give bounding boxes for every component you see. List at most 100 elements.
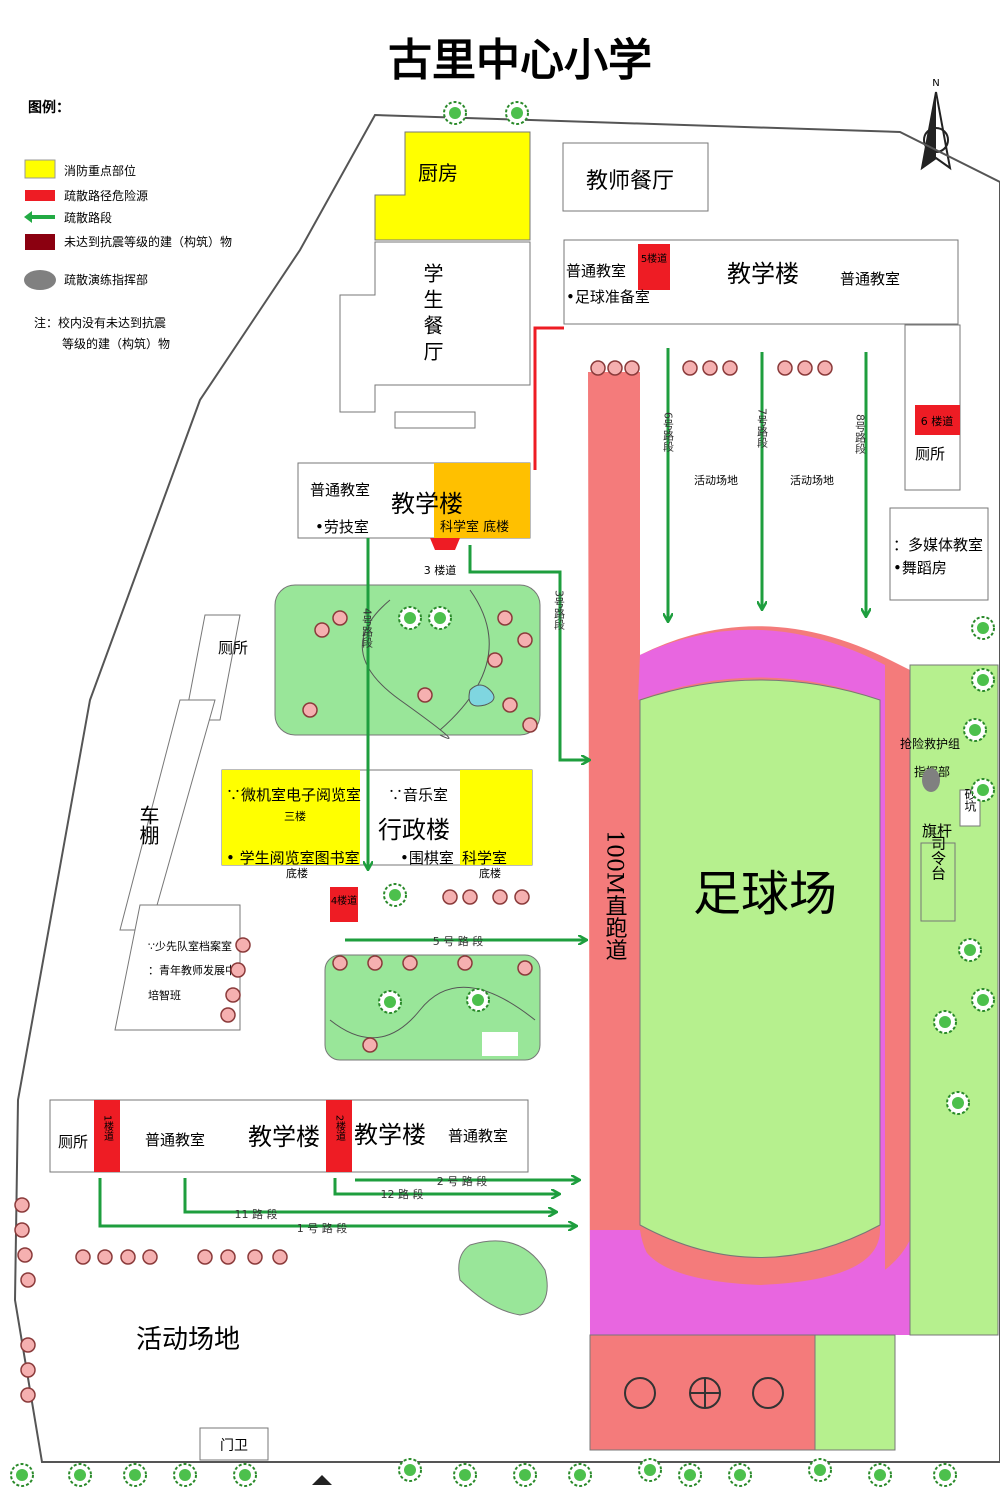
route-5-label: 5 号 路 段 <box>433 934 484 948</box>
route-1-label: 1 号 路 段 <box>297 1221 348 1235</box>
legend-label-fire: 消防重点部位 <box>64 163 136 178</box>
east-toilet: 厕所 <box>915 445 945 463</box>
south-building-name-2: 教学楼 <box>354 1121 426 1149</box>
rescue-team: 抢险救护组 <box>900 736 960 751</box>
north-building-name: 教学楼 <box>727 260 799 288</box>
activity-area-south: 活动场地 <box>136 1325 240 1355</box>
legend-swatch-hazard <box>25 190 55 201</box>
route-11-label: 11 路 段 <box>235 1207 278 1221</box>
legend-label-route: 疏散路段 <box>64 210 112 225</box>
media-building <box>889 507 989 601</box>
route-3-line <box>468 545 588 760</box>
small-lawn <box>458 1240 548 1316</box>
small-rooms-block <box>114 904 241 1031</box>
bike-shed <box>119 699 216 931</box>
legend-note-1: 注：校内没有未达到抗震 <box>34 315 166 330</box>
legend-swatch-fire <box>24 159 56 179</box>
command-marker <box>922 768 940 792</box>
legend-label-hazard: 疏散路径危险源 <box>64 188 148 203</box>
stair-5 <box>638 244 670 290</box>
route-1-line <box>98 1178 575 1226</box>
chess-room: •围棋室 <box>400 849 454 867</box>
teacher-canteen-label: 教师餐厅 <box>586 169 674 194</box>
computer-room: ∵微机室电子阅览室 <box>226 786 361 804</box>
route-11-line <box>183 1178 555 1212</box>
running-track <box>588 372 910 1335</box>
activity-area-1: 活动场地 <box>694 473 738 487</box>
hazard-line <box>533 326 564 470</box>
north-teaching-building <box>563 239 959 325</box>
legend: 图例： 消防重点部位 疏散路径危险源 疏散路段 未达到抗震等级的建（构筑）物 疏… <box>24 99 232 351</box>
mid-building-name: 教学楼 <box>391 490 463 518</box>
dance-room: •舞蹈房 <box>893 559 947 577</box>
kitchen <box>374 131 531 241</box>
football-room: •足球准备室 <box>566 288 650 306</box>
science-lab-middle <box>434 463 530 538</box>
route-2-label: 2 号 路 段 <box>437 1174 488 1188</box>
south-classroom-2: 普通教室 <box>448 1127 508 1145</box>
track-label: 100M直跑道 <box>602 830 628 961</box>
legend-label-command: 疏散演练指挥部 <box>64 272 148 287</box>
school-boundary <box>13 113 1000 1463</box>
route-6-label: 6号路段 <box>662 412 675 453</box>
mid-science-lab: 科学室 底楼 <box>440 519 509 535</box>
south-toilet: 厕所 <box>58 1133 88 1151</box>
south-teaching-building <box>49 1099 529 1173</box>
route-7-label: 7号路段 <box>756 408 769 449</box>
stair-4 <box>330 887 358 922</box>
teacher-dev-center: ：青年教师发展中 <box>148 963 236 977</box>
bike-shed-label: 车棚 <box>136 805 160 845</box>
floor-3-label: 三楼 <box>284 809 306 823</box>
podium <box>920 842 956 922</box>
legend-heading: 图例： <box>28 99 70 116</box>
sandpit <box>959 789 981 827</box>
west-toilet <box>184 614 241 721</box>
gate-label: 门卫 <box>220 1438 248 1454</box>
north-classroom-right: 普通教室 <box>840 270 900 288</box>
ground-floor-1: 底楼 <box>286 866 308 880</box>
route-4-label: 4号路段 <box>361 608 374 649</box>
legend-note-2: 等级的建（构筑）物 <box>62 336 170 351</box>
stair-2 <box>326 1100 352 1172</box>
labour-room: •劳技室 <box>315 518 369 536</box>
svg-text:4楼道: 4楼道 <box>331 894 357 907</box>
stair-3: 3 楼道 <box>424 563 457 577</box>
svg-text:N: N <box>932 78 939 89</box>
ground-floor-2: 底楼 <box>479 866 501 880</box>
admin-science-lab: 科学室 <box>462 849 507 867</box>
young-pioneer-room: ∵少先队室档案室 <box>148 939 232 953</box>
entrance-icon <box>312 1475 332 1485</box>
reading-room: • 学生阅览室图书室 <box>226 849 360 867</box>
evacuation-routes <box>98 348 866 1226</box>
north-classroom-left: 普通教室 <box>566 262 626 280</box>
kitchen-label: 厨房 <box>418 161 458 185</box>
flagpole: 旗杆 <box>922 822 952 840</box>
mid-classroom: 普通教室 <box>310 481 370 499</box>
route-12-line <box>333 1178 558 1194</box>
west-toilet-label: 厕所 <box>218 639 248 657</box>
admin-building-name: 行政楼 <box>378 816 450 844</box>
map-title: 古里中心小学 <box>388 35 652 86</box>
teacher-canteen <box>562 142 709 212</box>
student-canteen <box>339 241 531 413</box>
special-class: 培智班 <box>148 988 181 1002</box>
svg-text:1楼道: 1楼道 <box>102 1115 114 1141</box>
svg-text:6 楼道: 6 楼道 <box>921 414 954 428</box>
gate-house <box>199 1427 269 1461</box>
route-12-label: 12 路 段 <box>381 1187 424 1201</box>
route-3-label: 3号路段 <box>553 590 566 631</box>
svg-text:司令台: 司令台 <box>929 836 947 881</box>
svg-text:5楼道: 5楼道 <box>641 252 667 265</box>
legend-swatch-seismic <box>25 234 55 250</box>
legend-swatch-command <box>24 270 56 290</box>
stair-6 <box>915 405 960 435</box>
activity-area-2: 活动场地 <box>790 473 834 487</box>
football-field-label: 足球场 <box>693 866 837 922</box>
south-building-name-1: 教学楼 <box>248 1123 320 1151</box>
svg-text:2楼道: 2楼道 <box>334 1115 346 1141</box>
legend-label-seismic: 未达到抗震等级的建（构筑）物 <box>64 234 232 249</box>
student-canteen-label: 学生餐厅 <box>420 263 444 367</box>
stair-1 <box>94 1100 120 1172</box>
route-8-label: 8号路段 <box>854 414 867 455</box>
